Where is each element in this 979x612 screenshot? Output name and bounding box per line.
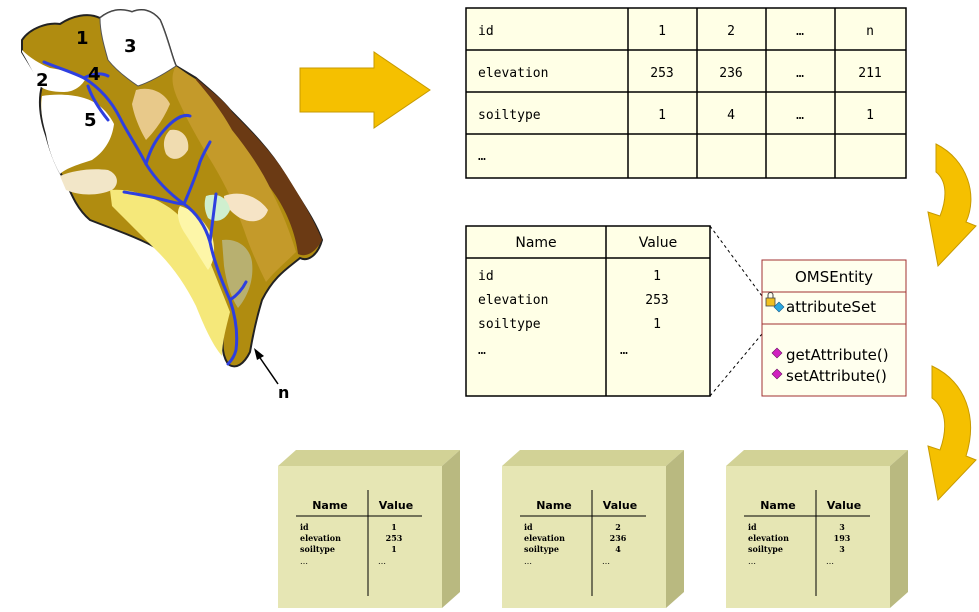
- zone-tan-d: [224, 193, 268, 222]
- attribute-set-table: Name Value id 1 elevation 253 soiltype 1…: [465, 225, 711, 397]
- private-attribute-icon: [765, 292, 785, 313]
- public-method-icon-1: [771, 368, 783, 380]
- table-cell-more-label: …: [478, 149, 486, 164]
- uml-method-0: getAttribute(): [786, 346, 889, 364]
- public-method-icon-0: [771, 347, 783, 359]
- entity-1-value-0: 1: [391, 522, 397, 532]
- zone-khaki: [222, 239, 253, 308]
- table-cell-soil-2: 4: [727, 108, 735, 123]
- entity-2-name-3: …: [524, 557, 532, 566]
- attribute-set-name-0: id: [478, 269, 494, 284]
- entity-1-header-value: Value: [379, 499, 413, 512]
- entity-1-value-3: …: [378, 557, 386, 566]
- table-cell-id-ellipsis: …: [796, 24, 804, 39]
- zone-tan-b: [60, 169, 117, 195]
- entity-3-name-2: soiltype: [748, 544, 783, 554]
- uml-class-name: OMSEntity: [795, 268, 873, 286]
- table-cell-soil-1: 1: [658, 108, 666, 123]
- zone-olive: [172, 66, 296, 282]
- arrow-right: [299, 51, 431, 129]
- zone-yellow-b: [177, 206, 215, 270]
- entity-2-name-1: elevation: [524, 533, 565, 543]
- entity-3-value-3: …: [826, 557, 834, 566]
- zone-yellow: [110, 189, 230, 356]
- outlet-pointer-head: [254, 348, 264, 360]
- table-cell-id-n: n: [866, 24, 874, 39]
- table-cell-id-2: 2: [727, 24, 735, 39]
- entity-3-value-1: 193: [834, 533, 851, 543]
- zone-tan-c: [163, 129, 189, 159]
- uml-method-1: setAttribute(): [786, 367, 887, 385]
- entity-1-header-name: Name: [312, 499, 348, 512]
- watershed-map: 1 2 3 4 5 n: [21, 9, 324, 402]
- table-cell-id-label: id: [478, 24, 494, 39]
- attribute-set-value-1: 253: [645, 293, 668, 308]
- curved-arrow-bottom: [927, 365, 977, 502]
- entity-1-name-1: elevation: [300, 533, 341, 543]
- entity-2-header-value: Value: [603, 499, 637, 512]
- entity-cube-3: Name Value id 3 elevation 193 soiltype 3…: [726, 450, 908, 608]
- subbasin-label-5: 5: [84, 110, 97, 131]
- entity-1-value-1: 253: [386, 533, 403, 543]
- table-cell-elev-label: elevation: [478, 66, 548, 81]
- entity-1-name-3: …: [300, 557, 308, 566]
- attribute-set-name-3: …: [478, 343, 486, 358]
- entity-2-name-2: soiltype: [524, 544, 559, 554]
- attribute-set-name-1: elevation: [478, 293, 548, 308]
- entity-2-value-0: 2: [615, 522, 621, 532]
- entity-2-header-name: Name: [536, 499, 572, 512]
- entity-cube-1: Name Value id 1 elevation 253 soiltype 1…: [278, 450, 460, 608]
- attribute-set-value-2: 1: [653, 317, 661, 332]
- attribute-set-name-2: soiltype: [478, 317, 541, 332]
- entity-3-header-name: Name: [760, 499, 796, 512]
- entity-3-header-value: Value: [827, 499, 861, 512]
- zone-white-5: [41, 94, 114, 174]
- curved-arrow-top: [927, 143, 977, 268]
- subbasin-label-3: 3: [124, 36, 137, 57]
- entity-3-name-0: id: [748, 522, 757, 532]
- entity-3-value-0: 3: [839, 522, 845, 532]
- entity-2-value-1: 236: [610, 533, 627, 543]
- entity-2-name-0: id: [524, 522, 533, 532]
- subbasin-label-2: 2: [36, 70, 49, 91]
- table-cell-elev-ellipsis: …: [796, 66, 804, 81]
- subbasin-label-1: 1: [76, 28, 89, 49]
- entity-cube-2: Name Value id 2 elevation 236 soiltype 4…: [502, 450, 684, 608]
- attribute-set-value-3: …: [620, 343, 628, 358]
- connector-bottom: [709, 333, 763, 397]
- river-network: [42, 60, 248, 366]
- entity-3-value-2: 3: [839, 544, 845, 554]
- subbasin-label-4: 4: [88, 64, 101, 85]
- attribute-set-header-name: Name: [515, 235, 556, 251]
- attribute-table: id 1 2 … n elevation 253 236 … 211 soilt…: [465, 7, 907, 179]
- connector-top: [709, 225, 763, 297]
- table-cell-id-1: 1: [658, 24, 666, 39]
- zone-green: [204, 194, 230, 221]
- table-cell-elev-n: 211: [858, 66, 881, 81]
- entity-1-name-0: id: [300, 522, 309, 532]
- uml-class: OMSEntity attributeSet getAttribute() se…: [761, 259, 907, 397]
- uml-attribute: attributeSet: [786, 298, 876, 316]
- table-cell-soil-n: 1: [866, 108, 874, 123]
- entity-3-name-1: elevation: [748, 533, 789, 543]
- table-cell-soil-label: soiltype: [478, 108, 541, 123]
- entity-3-name-3: …: [748, 557, 756, 566]
- attribute-set-value-0: 1: [653, 269, 661, 284]
- zone-white-3: [99, 9, 177, 87]
- entity-2-value-3: …: [602, 557, 610, 566]
- outlet-label: n: [278, 383, 289, 402]
- table-cell-elev-2: 236: [719, 66, 742, 81]
- zone-white-2: [22, 50, 86, 92]
- table-cell-soil-ellipsis: …: [796, 108, 804, 123]
- zone-tan-a: [132, 88, 170, 140]
- entity-1-name-2: soiltype: [300, 544, 335, 554]
- attribute-set-header-value: Value: [639, 235, 677, 251]
- entity-2-value-2: 4: [615, 544, 621, 554]
- table-cell-elev-1: 253: [650, 66, 673, 81]
- entity-1-value-2: 1: [391, 544, 397, 554]
